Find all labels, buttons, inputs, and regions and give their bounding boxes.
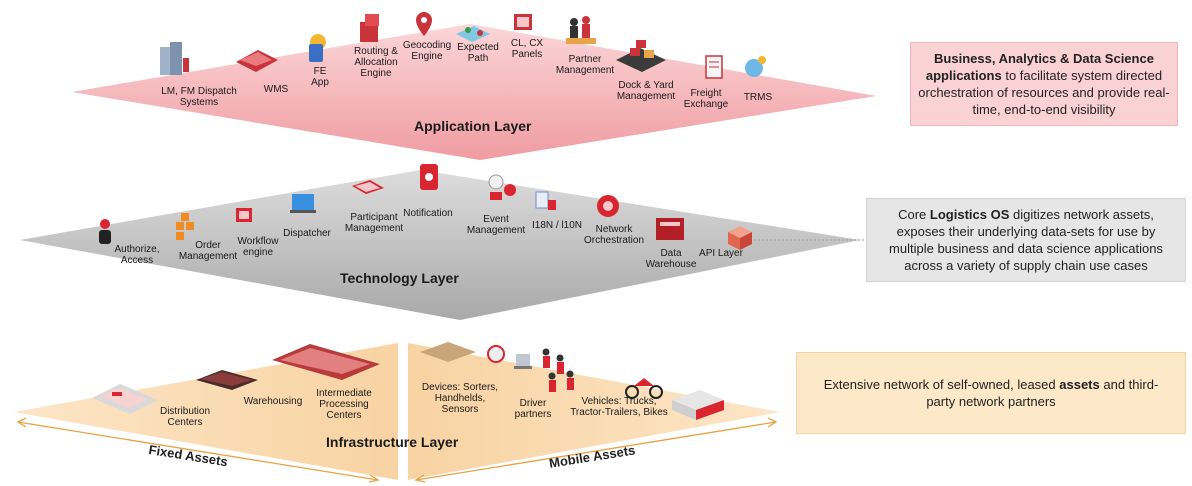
warehouse-map-icon — [236, 50, 278, 72]
asset-network-callout: Extensive network of self-owned, leased … — [796, 352, 1186, 434]
infra-item-distribution-centers: Distribution Centers — [159, 406, 211, 428]
trms-globe-icon — [745, 56, 766, 77]
technology-layer-plate — [20, 170, 860, 320]
partner-people-icon — [566, 16, 596, 44]
panels-icon — [514, 14, 532, 30]
distribution-center-icon — [92, 384, 158, 414]
app-item-cl-cx-panels: CL, CX Panels — [510, 38, 544, 60]
warehousing-icon — [196, 370, 258, 390]
tech-item-order-management: Order Management — [178, 240, 238, 262]
application-layer-title: Application Layer — [414, 118, 532, 134]
tech-item-i18n: I18N / l10N — [531, 220, 583, 231]
business-callout-text: Business, Analytics & Data Science appli… — [918, 51, 1170, 117]
dock-yard-icon — [616, 40, 666, 72]
expected-path-icon — [456, 26, 490, 42]
api-layer-icon — [728, 226, 752, 250]
tech-item-api-layer: API Layer — [699, 248, 743, 259]
infrastructure-fixed-plate — [14, 343, 398, 480]
mobile-assets-arrow — [414, 417, 778, 483]
infrastructure-layer-title: Infrastructure Layer — [326, 434, 459, 450]
infra-item-processing-centers: Intermediate Processing Centers — [316, 388, 372, 421]
workflow-icon — [236, 208, 252, 222]
devices-sorter-icon — [420, 342, 505, 363]
notification-icon — [420, 164, 438, 190]
tech-item-data-warehouse: Data Warehouse — [645, 248, 697, 270]
motorbike-icon — [625, 378, 663, 399]
app-item-routing-engine: Routing & Allocation Engine — [354, 46, 398, 79]
infra-item-vehicles: Vehicles: Trucks, Tractor-Trailers, Bike… — [570, 396, 668, 418]
technology-layer-title: Technology Layer — [340, 270, 459, 286]
building-icon — [160, 42, 189, 75]
driver-laptop-icon — [514, 354, 532, 369]
network-callout-text: Extensive network of self-owned, leased … — [823, 377, 1159, 409]
app-item-freight-exchange: Freight Exchange — [683, 88, 729, 110]
app-item-wms: WMS — [263, 84, 289, 95]
tech-item-event-management: Event Management — [466, 214, 526, 236]
core-logistics-os-callout: Core Logistics OS digitizes network asse… — [866, 198, 1186, 282]
business-applications-callout: Business, Analytics & Data Science appli… — [910, 42, 1178, 126]
order-boxes-icon — [176, 213, 194, 240]
i18n-icon — [535, 191, 556, 210]
app-item-fe-app: FE App — [311, 66, 329, 88]
data-warehouse-icon — [656, 218, 684, 240]
app-item-expected-path: Expected Path — [457, 42, 499, 64]
routing-engine-icon — [360, 14, 379, 42]
infra-item-warehousing: Warehousing — [243, 396, 303, 407]
map-pin-icon — [416, 12, 432, 36]
tech-item-workflow-engine: Workflow engine — [237, 236, 279, 258]
event-management-icon — [488, 174, 516, 200]
tech-item-notification: Notification — [403, 208, 453, 219]
app-item-dock-yard-management: Dock & Yard Management — [616, 80, 676, 102]
tech-item-dispatcher: Dispatcher — [283, 228, 331, 239]
processing-center-icon — [272, 344, 380, 380]
participant-management-icon — [352, 180, 384, 194]
app-phone-icon — [309, 34, 326, 62]
freight-exchange-icon — [705, 55, 723, 79]
infra-item-devices: Devices: Sorters, Handhelds, Sensors — [421, 382, 499, 415]
app-item-geocoding-engine: Geocoding Engine — [402, 40, 452, 62]
truck-icon — [672, 390, 724, 420]
tech-item-participant-management: Participant Management — [344, 212, 404, 234]
app-item-partner-management: Partner Management — [555, 54, 615, 76]
tech-item-authorize-access: Authorize, Access — [114, 244, 160, 266]
driver-partners-icon — [542, 348, 574, 392]
core-callout-text: Core Logistics OS digitizes network asse… — [889, 207, 1163, 273]
access-person-icon — [99, 219, 111, 244]
dispatcher-laptop-icon — [290, 194, 316, 213]
app-item-trms: TRMS — [743, 92, 773, 103]
tech-item-network-orchestration: Network Orchestration — [583, 224, 645, 246]
fixed-assets-arrow — [16, 417, 380, 483]
infra-item-driver-partners: Driver partners — [514, 398, 552, 420]
network-orchestration-icon — [597, 195, 619, 217]
app-item-dispatch-systems: LM, FM Dispatch Systems — [161, 86, 237, 108]
infrastructure-mobile-plate — [408, 343, 780, 480]
